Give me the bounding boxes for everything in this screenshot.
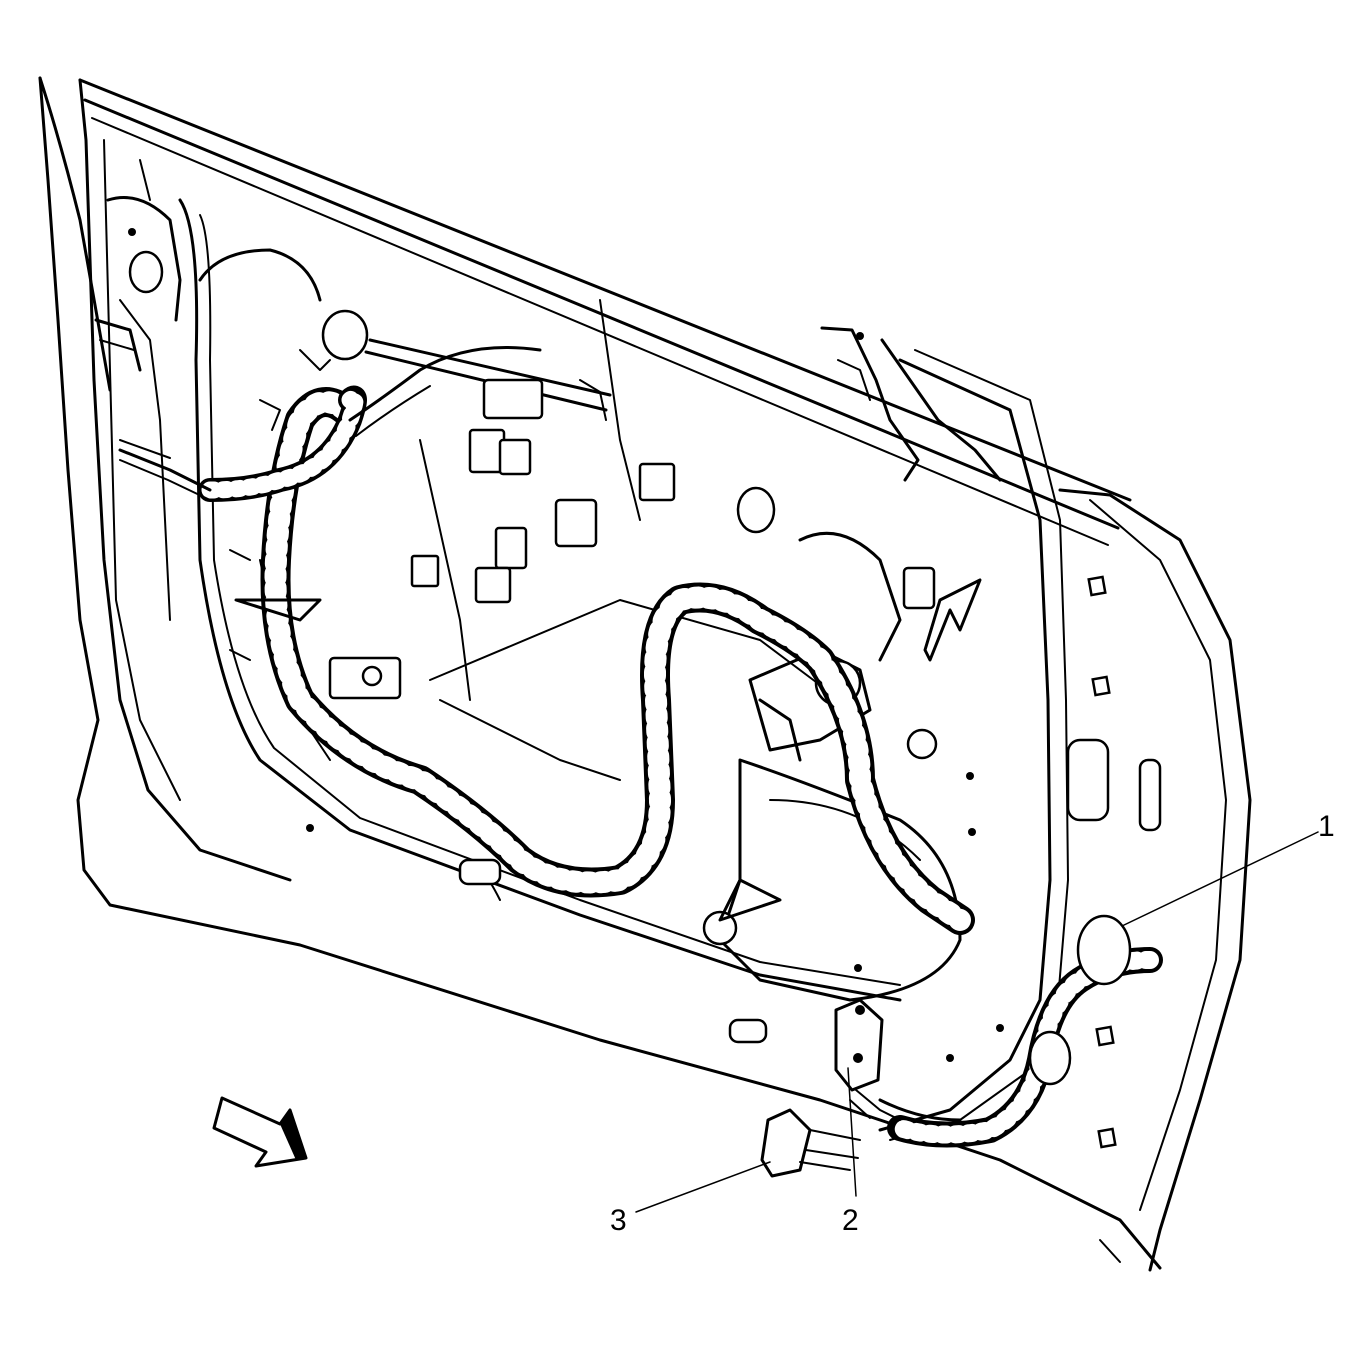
callout-3: 3 <box>610 1204 627 1237</box>
panel-holes <box>306 575 1162 1149</box>
hinge-pillar <box>94 159 182 621</box>
callout-1: 1 <box>1318 810 1335 843</box>
connector-2 <box>834 998 901 1121</box>
callout-leaders <box>635 831 1319 1213</box>
mirror-mount <box>820 326 1002 482</box>
callout-2: 2 <box>842 1204 859 1237</box>
harness-clips <box>229 349 936 700</box>
main-wiring-harness <box>118 346 975 935</box>
front-direction-arrow-icon <box>212 1096 308 1168</box>
window-regulator <box>321 299 841 781</box>
rear-harness-branch <box>878 914 1163 1148</box>
connector-3 <box>760 1108 861 1178</box>
panel-arrows <box>234 578 982 662</box>
